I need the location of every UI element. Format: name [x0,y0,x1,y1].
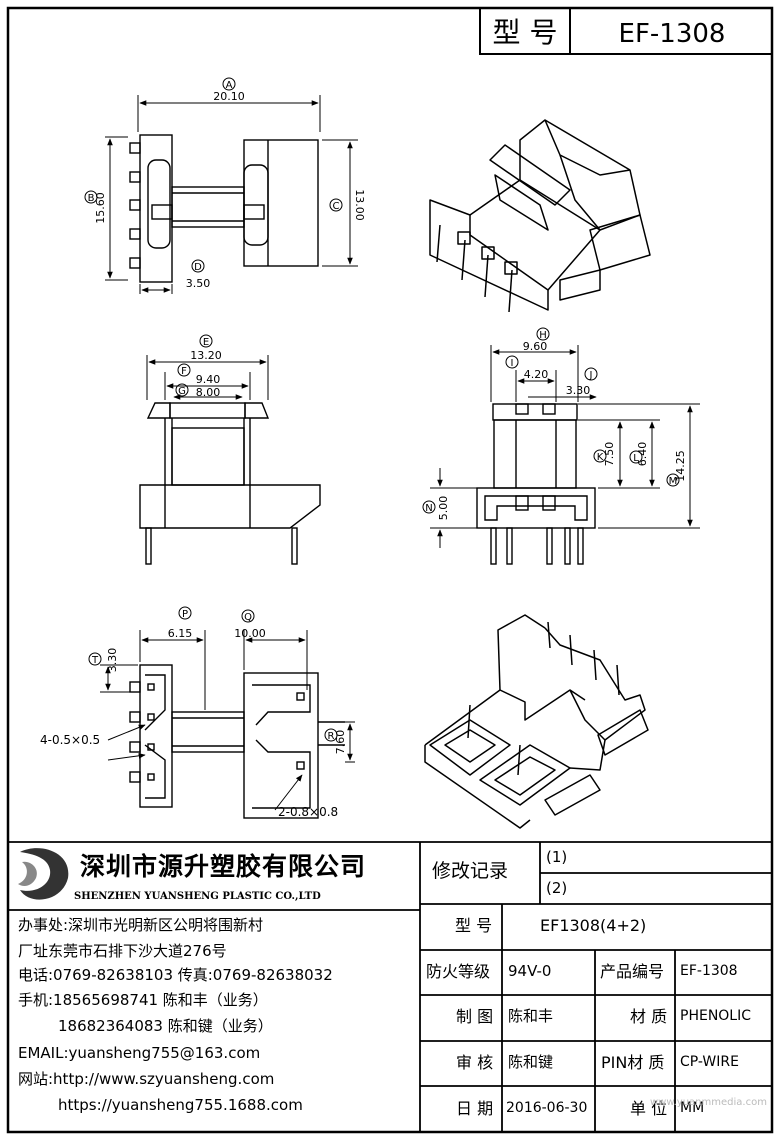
revision-2: (2) [546,879,568,897]
dim-e [146,334,269,400]
view-bottom [129,664,345,819]
revision-label: 修改记录 [432,860,509,882]
dim-n-letter: N [425,503,432,514]
outer-frame [6,6,774,1134]
spec-fire-label: 防火等级 [426,962,491,981]
spec-check-label: 审 核 [456,1053,494,1072]
dim-d-letter: D [194,262,202,273]
view-side [476,403,596,565]
dim-k-value: 7.50 [603,442,616,467]
spec-model-value: EF1308(4+2) [540,916,647,935]
company-mobile-2: 18682364083 陈和键（业务） [58,1017,273,1035]
dim-m-letter: M [669,476,678,487]
dim-f [164,363,251,400]
dim-l-value: 6.40 [636,442,649,467]
spec-pin-material-label: PIN材 质 [601,1053,665,1072]
dim-h [490,327,579,402]
spec-fire-value: 94V-0 [508,962,552,980]
dim-p-letter: P [182,609,188,620]
dim-i-letter: I [511,358,514,369]
dim-klmn [422,403,700,548]
dim-g-letter: G [178,386,186,397]
dim-d-value: 3.50 [186,277,211,290]
company-name-cn: 深圳市源升塑胶有限公司 [80,852,367,881]
dim-q-letter: Q [244,612,252,623]
dim-f-value: 9.40 [196,373,221,386]
dim-t-letter: T [91,655,99,666]
dim-h-value: 9.60 [523,340,548,353]
dim-e-letter: E [203,337,209,348]
dim-n-value: 5.00 [437,496,450,521]
revision-1: (1) [546,848,568,866]
dim-d [139,259,205,294]
dim-r-letter: R [328,731,335,742]
spec-check-value: 陈和键 [508,1053,554,1071]
spec-material-value: PHENOLIC [680,1008,752,1024]
company-web-2: https://yuansheng755.1688.com [58,1096,303,1114]
dim-a-value: 20.10 [213,90,245,103]
dim-b-value: 15.60 [94,192,107,224]
company-factory: 厂址东莞市石排下沙大道276号 [18,942,227,960]
pin-note-2: 2-0.8×0.8 [278,805,338,819]
dim-k-letter: K [597,452,604,463]
pin-note-1: 4-0.5×0.5 [40,733,100,747]
view-front [139,402,321,565]
dim-q-value: 10.00 [234,627,266,640]
iso-view-2 [424,614,649,829]
dim-m-value: 14.25 [674,450,687,482]
dim-c-value: 13.00 [353,189,366,221]
dim-b-letter: B [88,193,95,204]
spec-date-label: 日 期 [456,1099,494,1118]
view-top [129,134,319,283]
bottom-grid [8,841,772,1132]
company-logo [18,848,69,900]
dim-c-letter: C [333,201,340,212]
dim-i-value: 4.20 [524,368,549,381]
dim-l-letter: L [633,453,639,464]
spec-product-no-value: EF-1308 [680,963,738,979]
spec-unit-value: MM [680,1100,705,1116]
company-web-1: 网站:http://www.szyuansheng.com [18,1070,275,1088]
dim-j [528,367,598,400]
company-office: 办事处:深圳市光明新区公明将围新村 [18,916,264,934]
spec-drawn-value: 陈和丰 [508,1007,554,1025]
title-model-label: 型 号 [493,16,558,49]
dim-p-value: 6.15 [168,627,193,640]
dim-h-letter: H [539,330,547,341]
dim-j-value: 3.30 [566,384,591,397]
spec-pin-material-value: CP-WIRE [680,1054,739,1070]
title-model-value: EF-1308 [619,19,726,49]
dim-b [84,136,128,281]
dim-j-letter: J [589,370,593,381]
dim-e-value: 13.20 [190,349,222,362]
company-name-en: SHENZHEN YUANSHENG PLASTIC CO.,LTD [74,891,321,902]
spec-material-label: 材 质 [630,1007,668,1026]
dim-c [322,139,358,267]
company-email: EMAIL:yuansheng755@163.com [18,1044,261,1062]
company-phone: 电话:0769-82638103 传真:0769-82638032 [18,966,333,984]
dim-f-letter: F [181,366,187,377]
dim-g [173,383,243,400]
spec-drawn-label: 制 图 [456,1007,494,1026]
dim-r-value: 7.60 [334,730,347,755]
spec-model-label: 型 号 [455,916,493,935]
dim-a [137,77,321,132]
title-block: 型 号 EF-1308 [479,7,773,55]
spec-unit-label: 单 位 [630,1099,668,1118]
dim-a-letter: A [226,80,233,91]
dim-t-value: 3.30 [106,648,119,673]
dim-g-value: 8.00 [196,386,221,399]
spec-product-no-label: 产品编号 [600,962,665,981]
watermark: www.yuanmmedia.com [650,1097,767,1108]
spec-date-value: 2016-06-30 [506,1100,588,1116]
dim-p-q-r-t [88,606,355,811]
company-mobile-1: 手机:18565698741 陈和丰（业务） [18,991,268,1009]
iso-view-1 [429,119,651,313]
